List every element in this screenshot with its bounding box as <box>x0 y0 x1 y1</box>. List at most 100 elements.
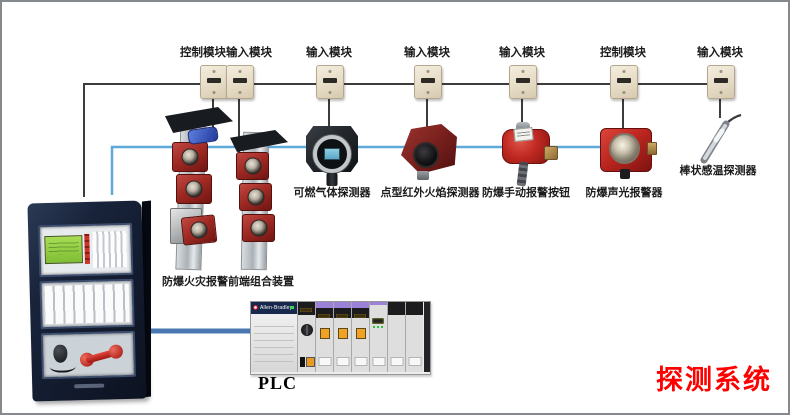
slot-label-chip <box>318 357 331 366</box>
plc-label: PLC <box>258 373 297 393</box>
module-slot <box>207 78 221 83</box>
cluster-device <box>172 142 208 172</box>
input-module-box-3 <box>414 65 442 99</box>
cluster-device <box>236 152 269 180</box>
sound-light-alarm <box>600 124 657 182</box>
plc-slot-display <box>369 302 387 372</box>
slot-display <box>354 314 366 318</box>
handset-mouthpiece <box>107 343 125 361</box>
input-module-box-1 <box>226 65 254 99</box>
slot-display <box>336 314 348 318</box>
flame-detector-base <box>417 171 429 180</box>
plc-rack: Allen-Bradley <box>250 301 431 375</box>
control-module-box-2 <box>610 65 638 99</box>
red-telephone-handset <box>78 340 126 371</box>
device-lens <box>185 180 203 198</box>
device-lens <box>247 188 264 206</box>
slot-keyswitch <box>300 324 313 336</box>
cluster-device <box>242 214 275 242</box>
sound-light-alarm-gland <box>647 142 657 155</box>
input-module-box-4 <box>509 65 537 99</box>
lcd-display <box>44 235 84 265</box>
slot-label-chip <box>408 357 421 366</box>
slot-cap <box>316 305 333 318</box>
slot-purple-strip <box>316 302 333 305</box>
cluster-device <box>239 183 272 211</box>
input-module-box-2 <box>316 65 344 99</box>
device-lens <box>189 220 209 240</box>
module-label-input-2: 输入模块 <box>404 47 450 59</box>
input-module-box-5 <box>707 65 735 99</box>
module-slot <box>714 78 728 83</box>
plc-slot-blank-1 <box>387 302 405 372</box>
slot-indicator <box>306 357 315 367</box>
slot-leds <box>373 326 383 328</box>
plc-brand-text: Allen-Bradley <box>260 305 293 311</box>
plc-status-led <box>290 306 294 309</box>
plc-slot-io-3 <box>351 302 369 372</box>
gas-detector <box>304 122 360 186</box>
operator-panel-section <box>38 222 134 278</box>
sound-light-alarm-lens <box>609 133 640 164</box>
module-label-input-4: 输入模块 <box>697 47 743 59</box>
plc-cpu-vents <box>254 320 294 368</box>
slot-switch <box>300 357 305 367</box>
slot-indicator <box>337 328 348 339</box>
phone-compartment-section <box>40 330 136 380</box>
manual-call-point <box>500 120 558 187</box>
gas-detector-sensor-nub <box>326 173 338 186</box>
slot-label-chip <box>336 357 349 366</box>
module-slot <box>617 78 631 83</box>
gas-detector-screen <box>324 148 340 160</box>
zone-label-strips <box>44 283 130 325</box>
slot-purple-strip <box>334 302 351 305</box>
module-label-control-input: 控制模块输入模块 <box>180 47 272 59</box>
panel-brand-logo <box>74 383 105 389</box>
rod-temp-detector-label: 棒状感温探测器 <box>679 165 757 177</box>
slot-display <box>372 318 384 324</box>
cluster-device <box>180 214 218 246</box>
slot-cap <box>352 305 369 318</box>
device-lens <box>181 148 199 166</box>
sound-light-alarm-label: 防爆声光报警器 <box>585 187 663 199</box>
rod-collar <box>713 128 725 143</box>
module-slot <box>233 78 247 83</box>
manual-call-point-stem <box>516 161 529 187</box>
module-label-input-3: 输入模块 <box>499 47 545 59</box>
slot-cap <box>406 302 423 315</box>
manual-call-point-gland <box>544 146 558 160</box>
slot-label-chip <box>372 357 385 366</box>
flame-detector-lens <box>413 142 439 168</box>
plc-cpu-module: Allen-Bradley <box>251 302 298 372</box>
control-module-box <box>200 65 228 99</box>
zone-label-section <box>39 278 135 330</box>
slot-label-chip <box>390 357 403 366</box>
plc-slot-controller <box>297 302 315 372</box>
slot-display <box>318 314 330 318</box>
rod-temp-detector-icon <box>700 113 742 164</box>
microphone-cable <box>49 360 76 373</box>
allen-bradley-logo-icon <box>253 305 258 310</box>
manual-call-point-cap <box>516 122 530 131</box>
module-slot <box>323 78 337 83</box>
cluster-device <box>176 174 212 204</box>
slot-cap <box>298 302 315 315</box>
trunk-bus-line <box>83 83 720 197</box>
plc-endcap <box>424 302 430 372</box>
panel-front-face <box>27 200 147 402</box>
module-label-control: 控制模块 <box>600 47 646 59</box>
slot-purple-strip <box>370 302 387 305</box>
slot-display <box>300 308 312 312</box>
module-slot <box>516 78 530 83</box>
module-label-input-1: 输入模块 <box>306 47 352 59</box>
slot-indicator <box>355 328 366 339</box>
flame-detector <box>401 122 459 180</box>
manual-call-point-label: 防爆手动报警按钮 <box>482 187 570 199</box>
gas-detector-label: 可燃气体探测器 <box>293 187 371 199</box>
module-slot <box>421 78 435 83</box>
slot-cap <box>334 305 351 318</box>
led-column <box>84 233 91 265</box>
device-lens <box>244 157 261 175</box>
slot-label-chip <box>354 357 367 366</box>
button-grid <box>92 230 128 268</box>
